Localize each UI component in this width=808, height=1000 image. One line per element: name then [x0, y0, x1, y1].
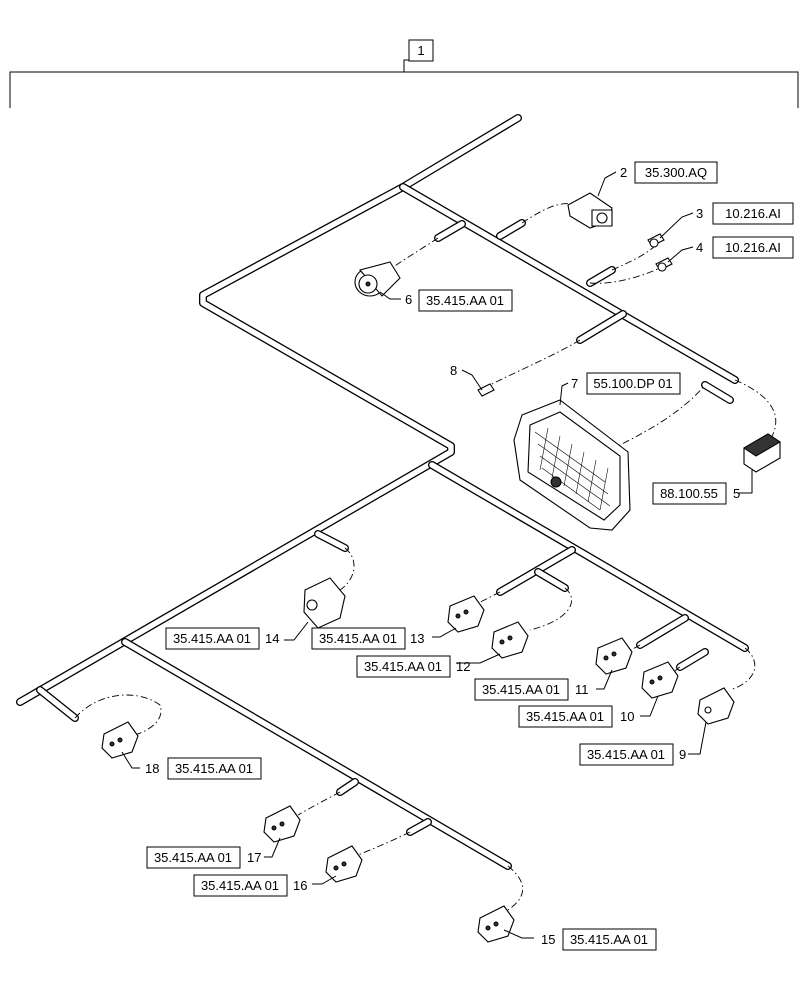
svg-text:14: 14: [265, 631, 279, 646]
connector-6-part[interactable]: [354, 261, 401, 297]
assembly-number: 1: [417, 43, 424, 58]
svg-text:18: 18: [145, 761, 159, 776]
callout-14[interactable]: 35.415.AA 01 14: [165, 627, 279, 650]
connector-15-part[interactable]: [477, 905, 515, 943]
callout-11[interactable]: 35.415.AA 01 11: [474, 678, 589, 701]
pin-8-part[interactable]: [477, 383, 495, 397]
connector-9-part[interactable]: [697, 687, 735, 725]
svg-text:3: 3: [696, 206, 703, 221]
ref-label: 35.415.AA 01: [173, 631, 251, 646]
connector-17-part[interactable]: [263, 805, 301, 843]
ref-label: 35.415.AA 01: [319, 631, 397, 646]
connector-11-part[interactable]: [595, 637, 633, 675]
ref-label: 35.300.AQ: [645, 165, 707, 180]
callout-17[interactable]: 35.415.AA 01 17: [146, 846, 261, 869]
svg-text:4: 4: [696, 240, 703, 255]
ref-label: 35.415.AA 01: [426, 293, 504, 308]
ref-label: 10.216.AI: [725, 206, 781, 221]
connector-18-part[interactable]: [101, 721, 139, 759]
connector-12-part[interactable]: [491, 621, 529, 659]
svg-text:2: 2: [620, 165, 627, 180]
callout-4[interactable]: 4 10.216.AI: [696, 236, 794, 259]
connector-10-part[interactable]: [641, 661, 679, 699]
svg-text:8: 8: [450, 363, 457, 378]
ref-label: 35.415.AA 01: [175, 761, 253, 776]
svg-text:12: 12: [456, 659, 470, 674]
assembly-bracket: 1: [9, 39, 799, 108]
svg-text:9: 9: [679, 747, 686, 762]
svg-text:15: 15: [541, 932, 555, 947]
svg-text:10: 10: [620, 709, 634, 724]
connector-2-part[interactable]: [567, 192, 613, 229]
ref-label: 35.415.AA 01: [570, 932, 648, 947]
ecu-7-part[interactable]: [513, 399, 631, 531]
svg-text:13: 13: [410, 631, 424, 646]
relay-5-part[interactable]: [743, 433, 781, 473]
callout-6[interactable]: 6 35.415.AA 01: [405, 289, 513, 312]
ref-label: 35.415.AA 01: [154, 850, 232, 865]
ring-terminal-3[interactable]: [647, 233, 665, 248]
callout-5[interactable]: 88.100.55 5: [652, 482, 740, 505]
callout-8[interactable]: 8: [450, 363, 457, 378]
callout-15[interactable]: 15 35.415.AA 01: [541, 928, 657, 951]
ref-label: 35.415.AA 01: [482, 682, 560, 697]
callout-12[interactable]: 35.415.AA 01 12: [356, 655, 470, 678]
callout-7[interactable]: 7 55.100.DP 01: [571, 372, 681, 395]
leader-lines: [121, 171, 753, 939]
harness-trunk: [16, 114, 749, 870]
ref-label: 10.216.AI: [725, 240, 781, 255]
callout-10[interactable]: 35.415.AA 01 10: [518, 705, 634, 728]
svg-text:5: 5: [733, 486, 740, 501]
svg-text:17: 17: [247, 850, 261, 865]
ref-label: 55.100.DP 01: [593, 376, 672, 391]
connector-13-part[interactable]: [447, 595, 485, 633]
connector-14-part[interactable]: [303, 577, 346, 629]
ref-label: 35.415.AA 01: [201, 878, 279, 893]
ref-label: 35.415.AA 01: [587, 747, 665, 762]
callout-2[interactable]: 2 35.300.AQ: [620, 161, 718, 184]
ref-label: 35.415.AA 01: [526, 709, 604, 724]
ref-label: 35.415.AA 01: [364, 659, 442, 674]
svg-text:16: 16: [293, 878, 307, 893]
svg-text:11: 11: [575, 682, 589, 697]
callout-16[interactable]: 35.415.AA 01 16: [193, 874, 307, 897]
svg-text:6: 6: [405, 292, 412, 307]
connector-16-part[interactable]: [325, 845, 363, 883]
callout-13[interactable]: 35.415.AA 01 13: [311, 627, 424, 650]
ref-label: 88.100.55: [660, 486, 718, 501]
callout-9[interactable]: 35.415.AA 01 9: [579, 743, 686, 766]
callout-18[interactable]: 18 35.415.AA 01: [145, 757, 262, 780]
svg-text:7: 7: [571, 376, 578, 391]
callout-3[interactable]: 3 10.216.AI: [696, 202, 794, 225]
ring-terminal-4[interactable]: [655, 257, 673, 272]
